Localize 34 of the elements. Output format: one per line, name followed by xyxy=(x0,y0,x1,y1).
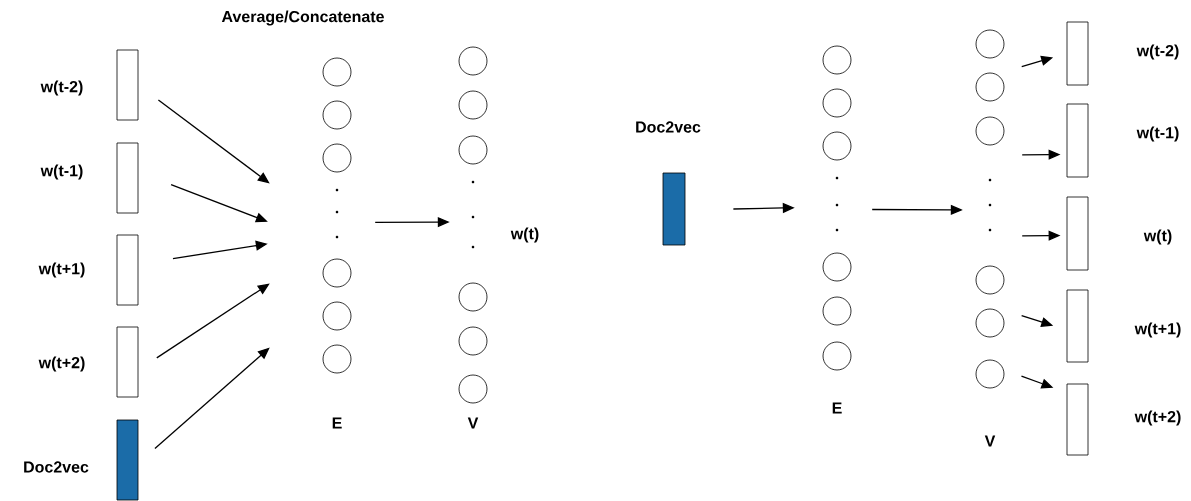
node-label: w(t-1) xyxy=(1136,126,1179,142)
vector-box: w(t+2) xyxy=(1066,383,1181,456)
vector-box: w(t+2) xyxy=(38,326,139,398)
arrow xyxy=(154,347,270,450)
vector-box: w(t) xyxy=(1066,196,1172,271)
node-label: Doc2vec xyxy=(636,121,701,133)
vector-box: Doc2vec xyxy=(24,419,139,501)
node-label: w(t+2) xyxy=(1134,410,1181,426)
layer-caption: Average/Concatenate xyxy=(221,10,384,26)
vector-box: Doc2vec xyxy=(636,121,701,246)
neuron-layer: E xyxy=(822,45,852,414)
beside-label: w(t) xyxy=(510,227,539,243)
neuron-layer: V xyxy=(975,29,1005,447)
node-label: E xyxy=(332,417,342,429)
arrow xyxy=(157,99,270,184)
node-label: w(t-2) xyxy=(40,80,83,96)
node-label: w(t+1) xyxy=(38,262,85,278)
node-label: w(t+2) xyxy=(38,356,85,372)
vector-box: w(t+1) xyxy=(38,234,139,306)
vector-box: w(t-1) xyxy=(40,142,139,214)
node-label: w(t+1) xyxy=(1134,322,1181,338)
node-label: E xyxy=(832,402,842,414)
vector-box: w(t-2) xyxy=(1066,21,1179,86)
node-label: Doc2vec xyxy=(24,461,89,473)
vector-box: w(t-1) xyxy=(1066,103,1179,178)
vector-box: w(t-2) xyxy=(40,49,139,121)
neuron-layer: E xyxy=(322,57,352,429)
node-label: w(t) xyxy=(1143,229,1172,245)
node-label: w(t-2) xyxy=(1136,44,1179,60)
arrow xyxy=(156,283,270,359)
node-label: w(t-1) xyxy=(40,164,83,180)
vector-box: w(t+1) xyxy=(1066,289,1181,363)
neuron-layer: V xyxy=(458,46,488,429)
node-label: V xyxy=(984,435,996,447)
